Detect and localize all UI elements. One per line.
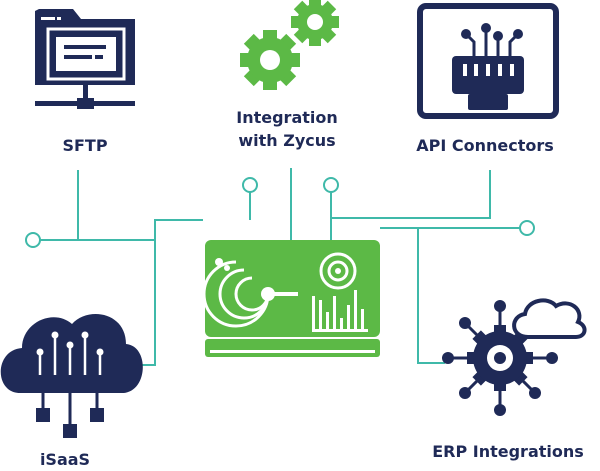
- connector-node-top-left: [242, 177, 258, 193]
- dashboard-monitor-icon: [202, 240, 380, 357]
- monitor-connector-icon: [417, 3, 559, 119]
- connector-isaas-line: [135, 219, 203, 366]
- isaas-label-text: iSaaS: [39, 450, 91, 469]
- api-connectors-label: API Connectors: [405, 134, 565, 157]
- connector-nodes: [25, 177, 535, 248]
- connector-node-right: [519, 220, 535, 236]
- sftp-label-text: SFTP: [62, 136, 108, 155]
- erp-integrations-label: ERP Integrations: [416, 440, 600, 463]
- connector-erp-line: [380, 227, 445, 364]
- cloud-network-icon: [0, 313, 143, 438]
- connector-api-line: [331, 170, 491, 219]
- connector-lines: [33, 168, 527, 366]
- integration-label: Integration with Zycus: [212, 106, 362, 152]
- erp-integrations-label-text: ERP Integrations: [432, 442, 584, 461]
- integration-label-line2: with Zycus: [238, 131, 336, 150]
- integration-label-line1: Integration: [236, 108, 338, 127]
- sftp-label: SFTP: [30, 134, 140, 157]
- isaas-label: iSaaS: [10, 448, 120, 471]
- gears-icon: [240, 0, 339, 90]
- api-connectors-label-text: API Connectors: [416, 136, 554, 155]
- connector-node-left: [25, 232, 41, 248]
- connector-node-top-right: [323, 177, 339, 193]
- folder-network-icon: [35, 9, 135, 109]
- gear-cloud-icon: [442, 298, 587, 416]
